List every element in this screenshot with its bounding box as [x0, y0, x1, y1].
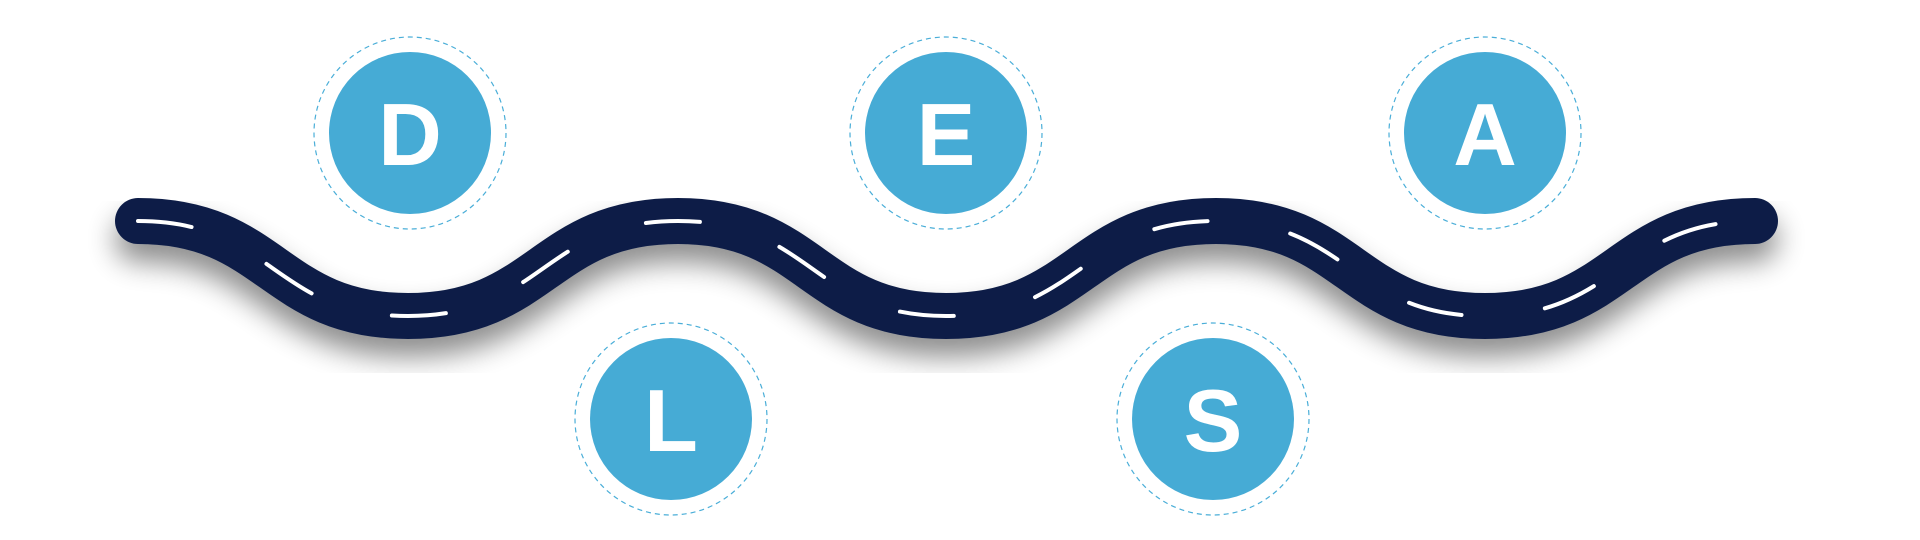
- milestone-node-e[interactable]: E: [849, 36, 1043, 230]
- milestone-circle: [1404, 52, 1566, 214]
- milestone-node-a[interactable]: A: [1388, 36, 1582, 230]
- milestone-circle: [590, 338, 752, 500]
- milestone-ring: [1116, 322, 1310, 516]
- road-lane-markings: [136, 218, 1757, 319]
- milestone-circle: [1132, 338, 1294, 500]
- milestone-circle: [865, 52, 1027, 214]
- milestone-letter: A: [1453, 85, 1517, 184]
- milestone-ring: [1388, 36, 1582, 230]
- milestone-node-d[interactable]: D: [313, 36, 507, 230]
- road-body: [115, 198, 1778, 339]
- milestone-circle: [329, 52, 491, 214]
- milestone-letter: L: [644, 371, 698, 470]
- milestone-letter: E: [917, 85, 976, 184]
- milestone-nodes: D L E S A: [313, 36, 1582, 516]
- milestone-letter: S: [1184, 371, 1243, 470]
- milestone-node-l[interactable]: L: [574, 322, 768, 516]
- road: [115, 198, 1778, 339]
- milestone-ring: [849, 36, 1043, 230]
- milestone-node-s[interactable]: S: [1116, 322, 1310, 516]
- milestone-ring: [574, 322, 768, 516]
- milestone-ring: [313, 36, 507, 230]
- milestone-letter: D: [378, 85, 442, 184]
